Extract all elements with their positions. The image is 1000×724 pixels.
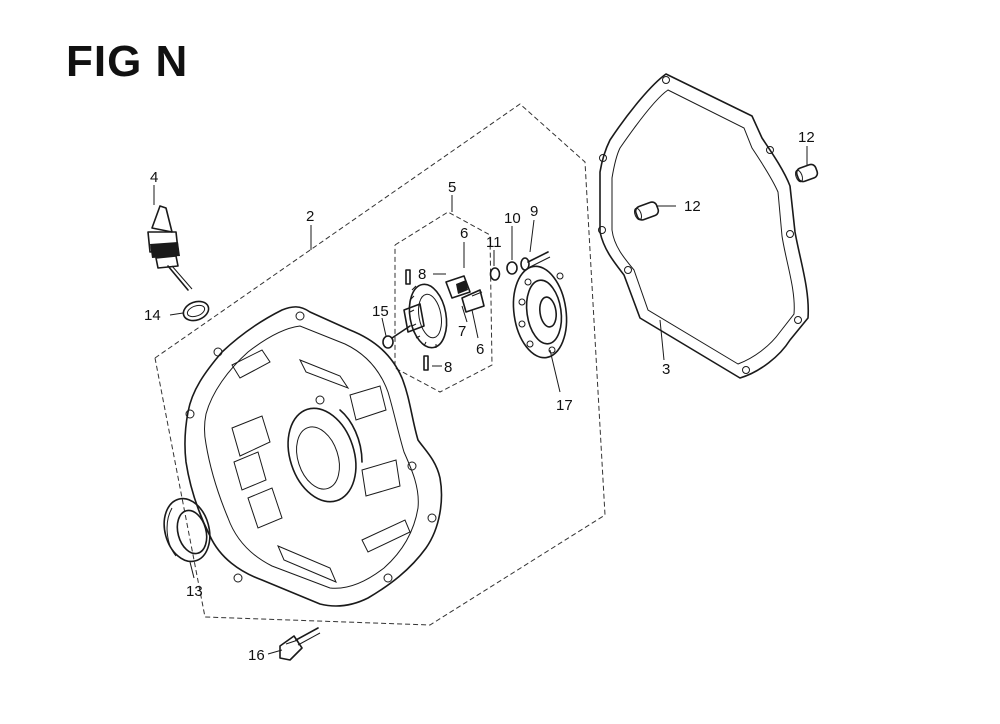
governor-weight-upper	[445, 275, 471, 299]
crankcase-cover	[184, 306, 443, 607]
oil-filler-cap	[147, 205, 193, 291]
figure-title: FIG N	[66, 37, 189, 86]
callout-5: 5	[448, 179, 456, 196]
callout-12b: 12	[684, 198, 701, 215]
pin-lower	[423, 355, 429, 371]
callout-14: 14	[144, 307, 161, 324]
assembly-boundary	[154, 103, 606, 626]
callout-16: 16	[248, 647, 265, 664]
o-ring	[182, 300, 210, 322]
leader-lines	[153, 146, 808, 655]
callout-9: 9	[530, 203, 538, 220]
governor-shaft	[520, 251, 551, 271]
pin-upper	[405, 269, 411, 285]
callout-7: 7	[458, 323, 466, 340]
washer-small	[382, 335, 394, 349]
governor-subassembly-boundary	[394, 211, 493, 393]
callout-6b: 6	[476, 341, 484, 358]
ball-bearing	[512, 265, 568, 359]
callout-8a: 8	[418, 266, 426, 283]
dowel-pin-lower	[634, 201, 660, 221]
callout-12a: 12	[798, 129, 815, 146]
callout-8b: 8	[444, 359, 452, 376]
callout-6a: 6	[460, 225, 468, 242]
callout-13: 13	[186, 583, 203, 600]
callout-17: 17	[556, 397, 573, 414]
callout-15: 15	[372, 303, 389, 320]
callout-10: 10	[504, 210, 521, 227]
callout-3: 3	[662, 361, 670, 378]
cover-gasket	[598, 73, 810, 379]
callout-numbers: 2 3 4 5 6 6 7 8 8 9 10 11 12 12 13 14 15…	[144, 129, 815, 664]
callout-4: 4	[150, 169, 158, 186]
callout-11: 11	[486, 234, 502, 251]
washer-11	[489, 267, 501, 281]
governor-gear	[391, 283, 448, 349]
callout-2: 2	[306, 208, 314, 225]
washer-10	[506, 261, 518, 275]
oil-seal	[163, 497, 211, 563]
governor-weight-lower	[461, 289, 485, 313]
flange-bolt	[279, 627, 321, 661]
dowel-pin-upper	[795, 163, 819, 183]
